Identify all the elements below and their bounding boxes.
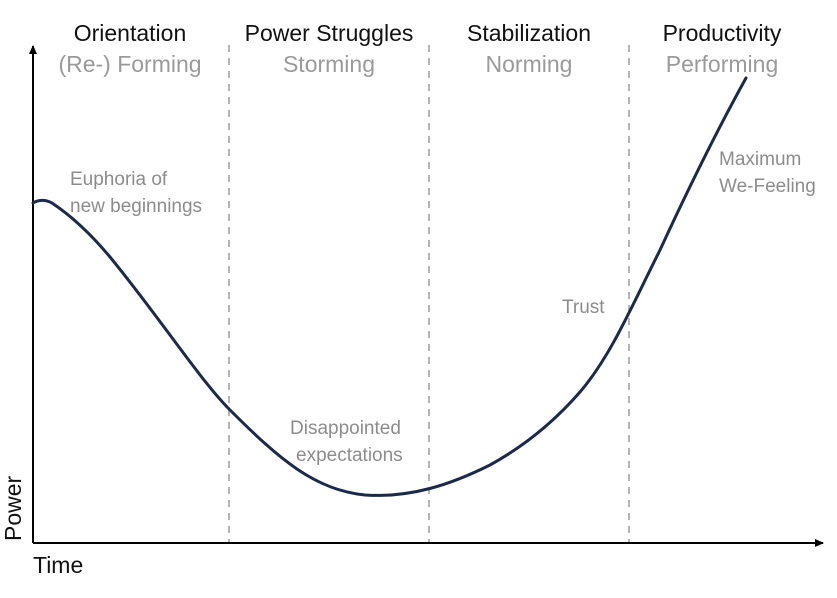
annotation-euphoria-line2: new beginnings (70, 196, 202, 217)
x-axis-label: Time (33, 552, 83, 578)
phase-title-power-struggles: Power Struggles (245, 20, 414, 46)
team-development-curve (31, 76, 748, 497)
phase-subtitle-forming: (Re-) Forming (58, 51, 201, 77)
phase-subtitle-storming: Storming (283, 51, 375, 77)
annotation-euphoria-line1: Euphoria of (70, 169, 168, 190)
annotation-trust: Trust (562, 297, 605, 318)
annotation-maximum-line2: We-Feeling (719, 176, 816, 197)
phase-title-orientation: Orientation (74, 20, 187, 46)
y-axis-label: Power (0, 475, 26, 541)
annotation-disappointed-line1: Disappointed (290, 418, 401, 439)
phase-title-productivity: Productivity (663, 20, 782, 46)
phase-title-stabilization: Stabilization (467, 20, 591, 46)
phase-subtitle-norming: Norming (486, 51, 573, 77)
phase-subtitle-performing: Performing (666, 51, 778, 77)
annotation-disappointed-line2: expectations (296, 445, 403, 466)
annotation-maximum-line1: Maximum (719, 149, 801, 170)
